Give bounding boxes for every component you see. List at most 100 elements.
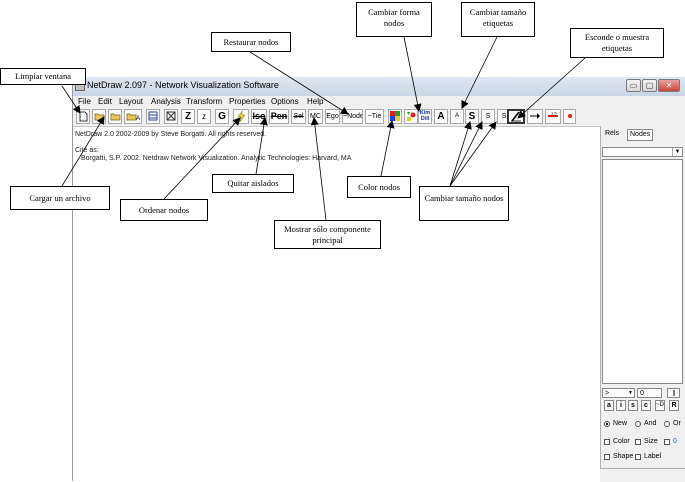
callout-tamano-nodos: Cambiar tamaño nodos <box>419 186 509 221</box>
callout-cargar-archivo: Cargar un archivo <box>10 186 110 210</box>
open-folder-icon <box>110 113 120 121</box>
tab-rels[interactable]: Rels <box>605 130 620 137</box>
callout-quitar-aislados: Quitar aislados <box>212 174 294 193</box>
main-component-button[interactable]: MC <box>308 109 323 124</box>
menu-options[interactable]: Options <box>271 97 299 106</box>
values-listbox[interactable] <box>602 159 683 384</box>
filter-s-button[interactable]: s <box>628 400 638 411</box>
citation-text: Borgatti, S.P. 2002. Netdraw Network Vis… <box>81 155 352 162</box>
checkbox-shape-label: Shape <box>613 453 634 460</box>
status-bar <box>600 468 685 482</box>
callout-ordenar-nodos: Ordenar nodos <box>120 199 208 221</box>
callout-esconde-etiquetas: Esconde o muestra etiquetas <box>570 28 664 58</box>
restore-nodes-button[interactable]: ~Node <box>342 109 363 124</box>
radio-and[interactable] <box>635 421 641 427</box>
menu-file[interactable]: File <box>78 97 91 106</box>
tie-color-button[interactable]: 1.5 <box>545 109 561 124</box>
checkbox-size-extra[interactable] <box>664 439 670 445</box>
node-size-s1-button[interactable]: S <box>465 109 479 124</box>
filter-r-button[interactable]: R <box>669 400 679 411</box>
callout-mostrar-componente: Mostrar sólo componente principal <box>274 220 381 249</box>
radio-and-label: And <box>644 420 657 427</box>
radio-or[interactable] <box>664 421 670 427</box>
kim-dill-button[interactable]: Kim Dill <box>418 109 432 124</box>
maximize-button[interactable]: ▢ <box>642 79 657 92</box>
radio-new[interactable] <box>604 421 610 427</box>
node-size-s2-button[interactable]: S <box>481 109 495 124</box>
arrowheads-button[interactable] <box>527 109 543 124</box>
minimize-button[interactable]: ▭ <box>626 79 641 92</box>
checkbox-label[interactable] <box>635 454 641 460</box>
remove-isolates-button[interactable]: Iso <box>251 109 267 124</box>
dill-label: Dill <box>420 116 430 122</box>
filter-i-button[interactable]: i <box>616 400 626 411</box>
menu-bar: File Edit Layout Analysis Transform Prop… <box>73 96 685 108</box>
value-input[interactable]: 0 <box>637 388 662 398</box>
callout-limpiar-ventana: Limpiar ventana <box>0 68 86 85</box>
spin-icon <box>673 390 674 396</box>
checkbox-size-label: Size <box>644 438 658 445</box>
remove-pendants-button[interactable]: Pen <box>269 109 289 124</box>
arrange-nodes-button[interactable] <box>164 109 178 124</box>
kim-label: Kim <box>419 110 431 116</box>
menu-transform[interactable]: Transform <box>186 97 223 106</box>
shapes-icon <box>407 112 416 121</box>
node-shape-button[interactable] <box>404 109 418 124</box>
toggle-labels-button[interactable] <box>507 109 525 124</box>
checkbox-shape[interactable] <box>604 454 610 460</box>
label-size-down-button[interactable]: A <box>450 109 464 124</box>
chevron-down-icon: ▼ <box>672 148 682 156</box>
filter-c-button[interactable]: c <box>641 400 651 411</box>
radio-new-label: New <box>613 420 628 427</box>
menu-properties[interactable]: Properties <box>229 97 266 106</box>
node-marker-button[interactable] <box>563 109 576 124</box>
restore-ties-button[interactable]: ~Tie <box>365 109 384 124</box>
callout-tamano-etiquetas: Cambiar tamaño etiquetas <box>461 2 535 37</box>
attribute-select[interactable]: ▼ <box>602 147 683 157</box>
open-folder-icon: A <box>126 113 140 122</box>
label-size-up-button[interactable]: A <box>434 109 448 124</box>
menu-edit[interactable]: Edit <box>98 97 112 106</box>
filter-d-button[interactable]: ~D <box>655 400 665 411</box>
close-button[interactable]: ✕ <box>658 79 680 92</box>
line-color-icon: 1.5 <box>548 111 558 117</box>
callout-color-nodos: Color nodos <box>347 176 411 198</box>
menu-help[interactable]: Help <box>307 97 324 106</box>
tab-nodes[interactable]: Nodes <box>627 129 654 141</box>
new-window-button[interactable] <box>76 109 90 124</box>
open-folder-icon <box>94 113 104 121</box>
spring-layout-button[interactable] <box>233 109 249 124</box>
svg-text:1.5: 1.5 <box>551 111 557 116</box>
chevron-down-icon: ▼ <box>628 390 633 396</box>
menu-analysis[interactable]: Analysis <box>151 97 181 106</box>
open-attribute-button[interactable]: A <box>124 109 142 124</box>
gower-layout-button[interactable]: G <box>215 109 229 124</box>
checkbox-label-label: Label <box>644 453 662 460</box>
window-title: NetDraw 2.097 - Network Visualization So… <box>87 80 279 90</box>
checkbox-color[interactable] <box>604 439 610 445</box>
node-color-button[interactable] <box>388 109 402 124</box>
arrow-right-icon <box>530 113 540 119</box>
cite-as-label: Cite as: <box>75 147 99 154</box>
toolbar: A Z z G Iso Pen Sel MC Ego ~Node ~Tie Ki… <box>73 108 685 127</box>
ego-network-button[interactable]: Ego <box>325 109 340 124</box>
netdraw-window: NetDraw 2.097 - Network Visualization So… <box>72 77 685 482</box>
apply-spin-button[interactable] <box>667 388 680 398</box>
label-pen-icon <box>511 111 521 122</box>
zoom-in-button[interactable]: Z <box>181 109 195 124</box>
new-page-icon <box>79 111 87 122</box>
zoom-out-button[interactable]: z <box>197 109 211 124</box>
remove-selected-button[interactable]: Sel <box>291 109 306 124</box>
open-file-button[interactable] <box>92 109 106 124</box>
menu-layout[interactable]: Layout <box>119 97 144 106</box>
radio-or-label: Or <box>673 420 681 427</box>
layout-button[interactable] <box>146 109 160 124</box>
open-file-alt-button[interactable] <box>108 109 122 124</box>
checkbox-size[interactable] <box>635 439 641 445</box>
lightning-icon <box>237 110 246 123</box>
operator-value: > <box>605 390 610 397</box>
red-dot-icon <box>567 114 572 118</box>
layout-grid-icon <box>148 111 158 121</box>
filter-a-button[interactable]: a <box>604 400 614 411</box>
operator-select[interactable]: > ▼ <box>602 388 635 398</box>
